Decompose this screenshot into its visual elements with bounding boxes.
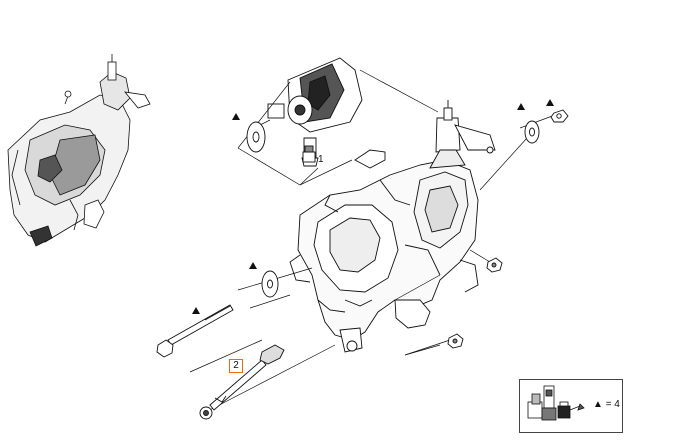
washer-right [524, 120, 540, 144]
triangle-marker [249, 262, 257, 269]
triangle-marker [192, 307, 200, 314]
nut-housing-right [486, 257, 503, 273]
washer-middle [261, 270, 279, 298]
main-housing [289, 100, 496, 353]
legend-tools-icon [527, 385, 585, 421]
triangle-marker [546, 99, 554, 106]
legend-equals-text: = 4 [605, 399, 620, 410]
triangle-markers [192, 99, 554, 314]
nut-housing-bottom [447, 333, 464, 349]
motor-unit [267, 57, 363, 167]
long-bolt [156, 304, 234, 358]
callout-part-2[interactable]: 2 [229, 359, 243, 373]
part-2-rod [199, 344, 285, 420]
legend-text: ▲ = 4 [593, 399, 620, 410]
callout-part-1: 1 [318, 154, 324, 165]
legend-triangle-symbol: ▲ [593, 399, 603, 410]
overview-assembly [7, 54, 151, 247]
nut-right [550, 109, 569, 123]
part-1-nut [302, 145, 316, 163]
triangle-marker [517, 103, 525, 110]
washer-top-left [246, 121, 266, 153]
legend-box: ▲ = 4 [519, 379, 623, 433]
triangle-marker [232, 113, 240, 120]
